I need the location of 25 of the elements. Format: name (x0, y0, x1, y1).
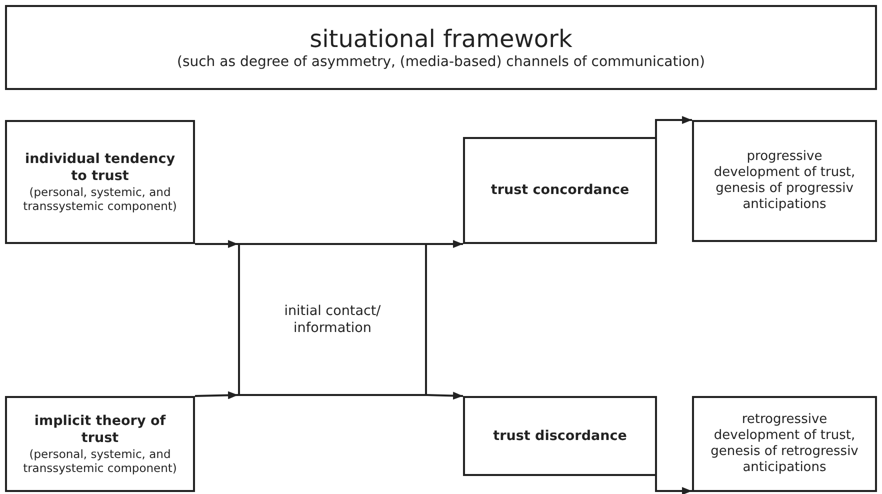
box-note: (personal, systemic, and transsystemic component) (22, 446, 178, 476)
box-label: progressive development of trust, genesis of progressiv anticipations (712, 148, 856, 214)
process-box (238, 243, 427, 396)
box-label: retrogressive development of trust, genesis of retrogressiv anticipations (710, 412, 860, 476)
outcome-box (463, 396, 657, 476)
heading: situational framework (310, 24, 572, 54)
result-box (692, 396, 877, 492)
outcome-box (463, 137, 657, 244)
box-label: initial contact/ information (283, 302, 382, 336)
box-label: trust discordance (493, 428, 627, 444)
arrow (426, 392, 464, 400)
subheading: (such as degree of asymmetry, (media-based) channels of communication) (176, 54, 705, 72)
arrow (427, 240, 463, 248)
input-box (5, 396, 195, 492)
frame-box (5, 5, 877, 90)
box-heading: implicit theory of trust (33, 412, 167, 446)
arrow (194, 391, 238, 400)
arrow (655, 116, 692, 137)
arrow (195, 240, 238, 248)
box-label: trust concordance (490, 182, 630, 199)
result-box (692, 120, 877, 242)
box-heading: individual tendency to trust (24, 150, 176, 184)
box-note: (personal, systemic, and transsystemic component) (22, 184, 178, 214)
arrow (655, 476, 692, 494)
input-box (5, 120, 195, 244)
